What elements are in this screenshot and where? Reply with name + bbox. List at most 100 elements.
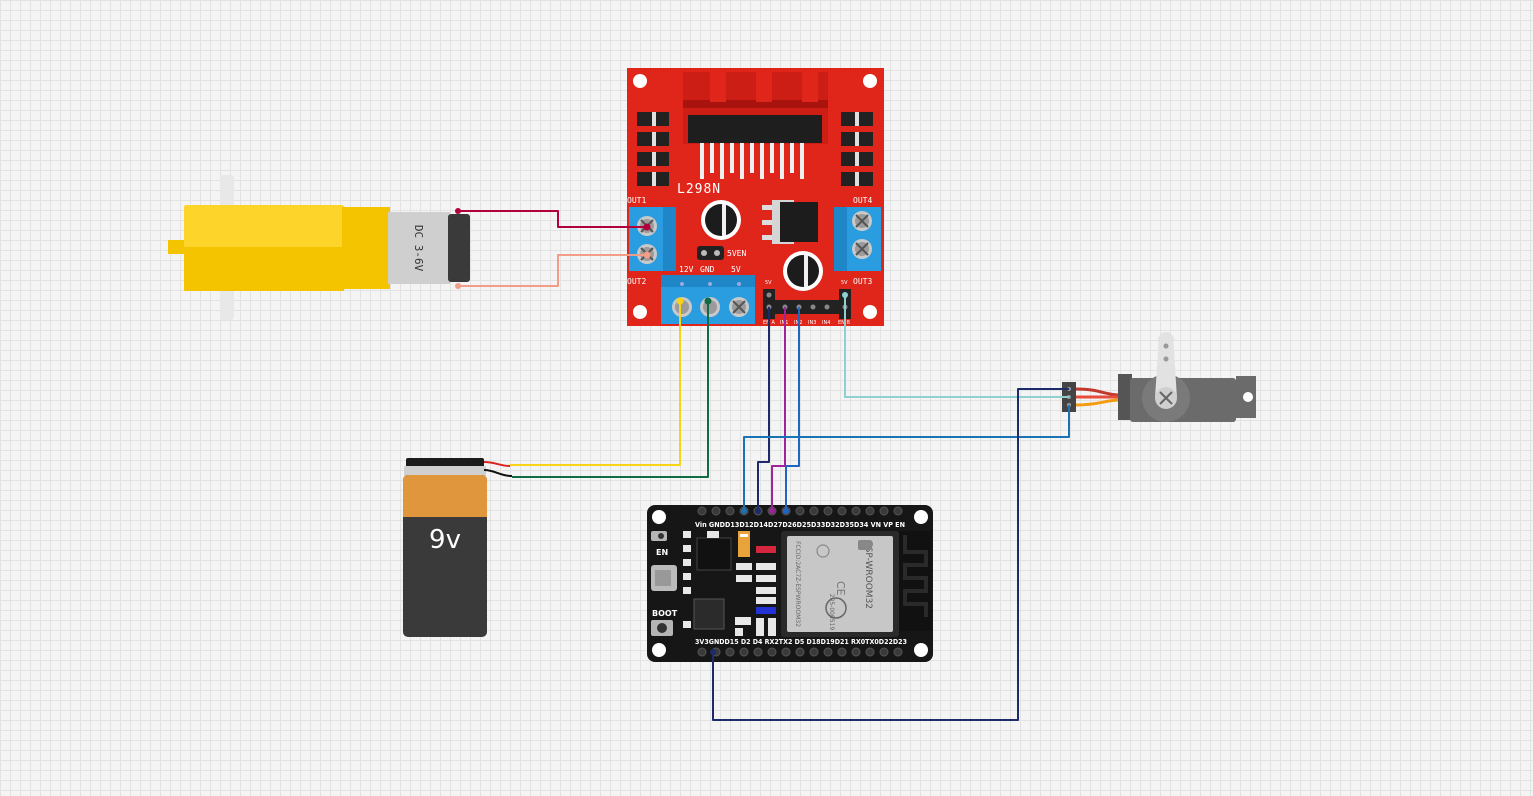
tantalum-capacitor — [738, 531, 750, 557]
out1-label: OUT1 — [627, 196, 646, 205]
servo-motor[interactable] — [1062, 332, 1256, 422]
header-pin[interactable] — [697, 647, 707, 657]
header-pin[interactable] — [823, 647, 833, 657]
esp32-board[interactable]: Vin GNDD13D12D14D27D26D25D33D32D35D34 VN… — [647, 505, 933, 662]
mount-hole — [914, 643, 928, 657]
header-pin[interactable] — [809, 506, 819, 516]
wire-servo-gnd-to-esp-gnd[interactable] — [712, 388, 1069, 721]
module-name: ESP-WROOM32 — [863, 541, 873, 609]
header-pin[interactable] — [753, 647, 763, 657]
wire-endpoint — [769, 508, 775, 514]
wire-endpoint — [676, 297, 684, 305]
header-pin[interactable] — [851, 647, 861, 657]
header-pin[interactable] — [795, 647, 805, 657]
usb-uart-chip — [693, 598, 725, 630]
header-pin[interactable] — [837, 647, 847, 657]
terminal-out1-out2[interactable] — [629, 207, 676, 271]
header-pin[interactable] — [795, 506, 805, 516]
header-pin[interactable] — [823, 506, 833, 516]
header-pin[interactable] — [725, 647, 735, 657]
motor-body — [388, 212, 450, 284]
wire-endpoint — [643, 251, 651, 259]
servo-wire-brown — [1075, 387, 1121, 397]
servo-horn[interactable] — [1155, 336, 1177, 398]
wire-5v-to-servo[interactable] — [844, 295, 1069, 398]
l298n-driver[interactable]: L298N 5VEN OUT1 OUT2 OUT3 OUT4 — [627, 68, 884, 326]
header-pin[interactable] — [809, 647, 819, 657]
header-pin[interactable] — [851, 506, 861, 516]
wire-endpoint — [741, 508, 747, 514]
l298n-chip — [688, 115, 822, 143]
capacitor — [701, 200, 741, 240]
header-pin[interactable] — [865, 506, 875, 516]
header-pin[interactable] — [893, 647, 903, 657]
smd-components — [683, 531, 691, 628]
12v-label: 12V — [679, 265, 694, 274]
mount-hole — [652, 643, 666, 657]
module-code: 205-000519 — [828, 594, 835, 631]
pin-5v-left-label: 5V — [765, 280, 772, 286]
header-pin[interactable] — [781, 647, 791, 657]
header-pin[interactable] — [837, 506, 847, 516]
header-pin[interactable] — [739, 647, 749, 657]
esp32-bottom-header[interactable] — [697, 647, 903, 657]
header-pin[interactable] — [893, 506, 903, 516]
out3-label: OUT3 — [853, 277, 872, 286]
esp32-top-header[interactable] — [697, 506, 903, 516]
ce-mark-icon: CE — [834, 581, 847, 596]
gnd-label: GND — [700, 265, 715, 274]
5ven-jumper[interactable] — [697, 246, 724, 260]
wires — [458, 210, 1070, 721]
esp-wroom-module — [787, 536, 893, 632]
esp32-top-pin-labels: Vin GNDD13D12D14D27D26D25D33D32D35D34 VN… — [695, 521, 905, 529]
header-pin[interactable] — [879, 647, 889, 657]
en-button-label: EN — [656, 548, 668, 557]
in4-label: IN4 — [822, 320, 830, 326]
header-pin[interactable] — [697, 506, 707, 516]
wire-battery-to-gnd[interactable] — [512, 301, 709, 478]
header-pin[interactable] — [865, 647, 875, 657]
certification-icon — [816, 544, 830, 558]
status-led — [756, 607, 776, 614]
battery-9v[interactable]: 9v — [403, 458, 487, 637]
header-pin[interactable] — [767, 647, 777, 657]
mount-hole — [863, 305, 877, 319]
wire-endpoint — [643, 223, 651, 231]
resistor-array — [735, 563, 776, 636]
wifi-logo-icon — [858, 540, 872, 550]
wire-endpoint — [755, 508, 761, 514]
wire-battery-to-12v[interactable] — [510, 301, 681, 466]
out2-label: OUT2 — [627, 277, 646, 286]
wire-endpoint — [704, 297, 712, 305]
espressif-logo-icon — [825, 597, 847, 619]
wire-in1-to-d14[interactable] — [771, 307, 786, 511]
battery-label: 9v — [429, 525, 461, 555]
mount-hole — [863, 74, 877, 88]
battery-contacts — [404, 466, 486, 476]
wire-ena-to-d12[interactable] — [757, 307, 770, 511]
header-pin[interactable] — [711, 506, 721, 516]
mount-hole — [633, 74, 647, 88]
antenna-icon — [903, 535, 928, 617]
terminal-out3-out4[interactable] — [834, 207, 881, 271]
voltage-regulator — [762, 200, 818, 244]
header-pin[interactable] — [879, 506, 889, 516]
wire-battery-lead-black — [483, 469, 513, 477]
5v-label: 5V — [731, 265, 741, 274]
wire-in2-to-d27[interactable] — [785, 307, 800, 511]
wire-endpoint — [842, 292, 848, 298]
wire-endpoint — [783, 508, 789, 514]
capacitor — [783, 251, 823, 291]
wire-motor-to-out1[interactable] — [458, 210, 647, 228]
motor-shaft — [168, 240, 186, 254]
wire-servo-to-d13[interactable] — [743, 405, 1070, 511]
motor-gearbox-end — [342, 207, 390, 289]
out4-label: OUT4 — [853, 196, 872, 205]
mount-hole — [652, 510, 666, 524]
l298n-title: L298N — [677, 182, 721, 197]
wire-motor-to-out1-b[interactable] — [458, 254, 647, 287]
dc-motor[interactable]: DC 3-6V — [168, 175, 470, 320]
header-pin[interactable] — [725, 506, 735, 516]
servo-wire-orange — [1075, 398, 1121, 407]
